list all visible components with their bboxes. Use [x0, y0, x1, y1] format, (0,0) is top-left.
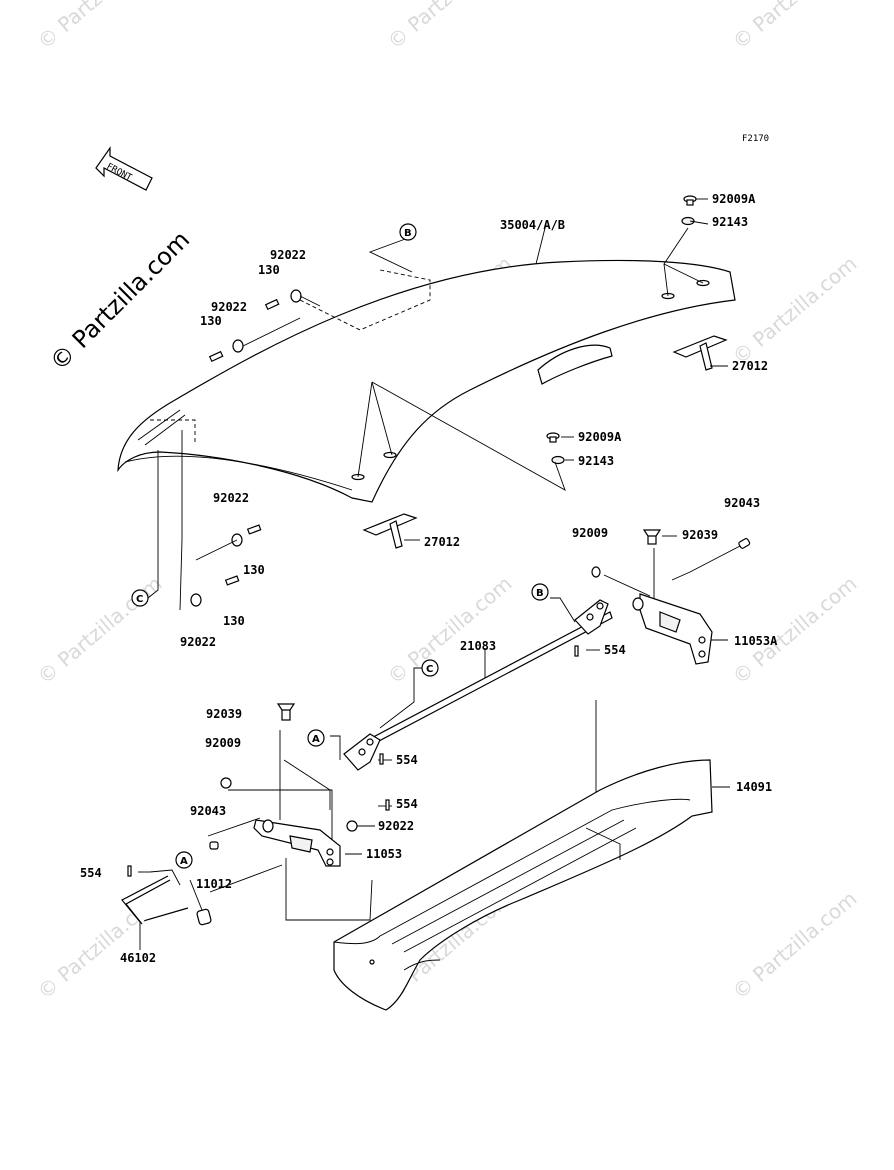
part-label: 554 [80, 866, 102, 880]
part-label: 11012 [196, 877, 232, 891]
tray-14091 [333, 759, 713, 1011]
part-label: 92022 [180, 635, 216, 649]
part-label: 92143 [578, 454, 614, 468]
watermark: © Partzilla.com [728, 0, 862, 54]
part-label: 92043 [190, 804, 226, 818]
part-label: 14091 [736, 780, 772, 794]
watermark: © Partzilla.com [383, 571, 517, 689]
part-label: 92009A [712, 192, 756, 206]
watermark: © Partzilla.com [728, 886, 862, 1004]
part-label: 130 [200, 314, 222, 328]
part-label: 27012 [424, 535, 460, 549]
part-label: 92009 [205, 736, 241, 750]
front-direction-arrow-icon: FRONT [95, 146, 153, 191]
seat-cowl-35004 [117, 259, 736, 503]
watermark: © Partzilla.com [383, 0, 517, 54]
watermark: © Partzilla.com [33, 571, 167, 689]
marker-c: C [426, 664, 433, 675]
part-labels: 35004/A/B 92009A 92143 27012 92009A 9214… [80, 192, 778, 965]
part-label: 21083 [460, 639, 496, 653]
part-label: 92022 [378, 819, 414, 833]
part-label: 130 [258, 263, 280, 277]
part-label: 92039 [682, 528, 718, 542]
watermark-large: © Partzilla.com [44, 225, 195, 376]
part-label: 46102 [120, 951, 156, 965]
part-label: 554 [396, 753, 418, 767]
part-label: 130 [243, 563, 265, 577]
part-label: 27012 [732, 359, 768, 373]
part-label: 35004/A/B [500, 218, 565, 232]
fasteners-upper [190, 195, 697, 607]
bracket-11053 [209, 703, 358, 867]
watermark: © Partzilla.com [728, 571, 862, 689]
watermark: © Partzilla.com [728, 251, 862, 369]
part-label: 554 [396, 797, 418, 811]
marker-b: B [404, 228, 412, 239]
part-label: 130 [223, 614, 245, 628]
rod-21083 [127, 599, 613, 877]
marker-c: C [136, 594, 143, 605]
marker-a: A [180, 856, 188, 867]
part-label: 92022 [270, 248, 306, 262]
bracket-11053a [591, 529, 751, 665]
circle-markers: B B C C A A [131, 223, 549, 869]
leader-lines [138, 198, 741, 950]
part-label: 92143 [712, 215, 748, 229]
part-label: 554 [604, 643, 626, 657]
bracket-27012-lower [362, 513, 418, 549]
part-label: 92022 [213, 491, 249, 505]
marker-a: A [312, 734, 320, 745]
stand-46102 [121, 869, 212, 926]
part-label: 92043 [724, 496, 760, 510]
diagram-code: F2170 [742, 134, 769, 144]
bracket-27012-upper [672, 335, 728, 371]
watermark: © Partzilla.com [33, 0, 167, 54]
part-label: 11053 [366, 847, 402, 861]
marker-b: B [536, 588, 544, 599]
part-label: 92039 [206, 707, 242, 721]
part-label: 92009 [572, 526, 608, 540]
part-label: 92009A [578, 430, 622, 444]
part-label: 11053A [734, 634, 778, 648]
part-label: 92022 [211, 300, 247, 314]
